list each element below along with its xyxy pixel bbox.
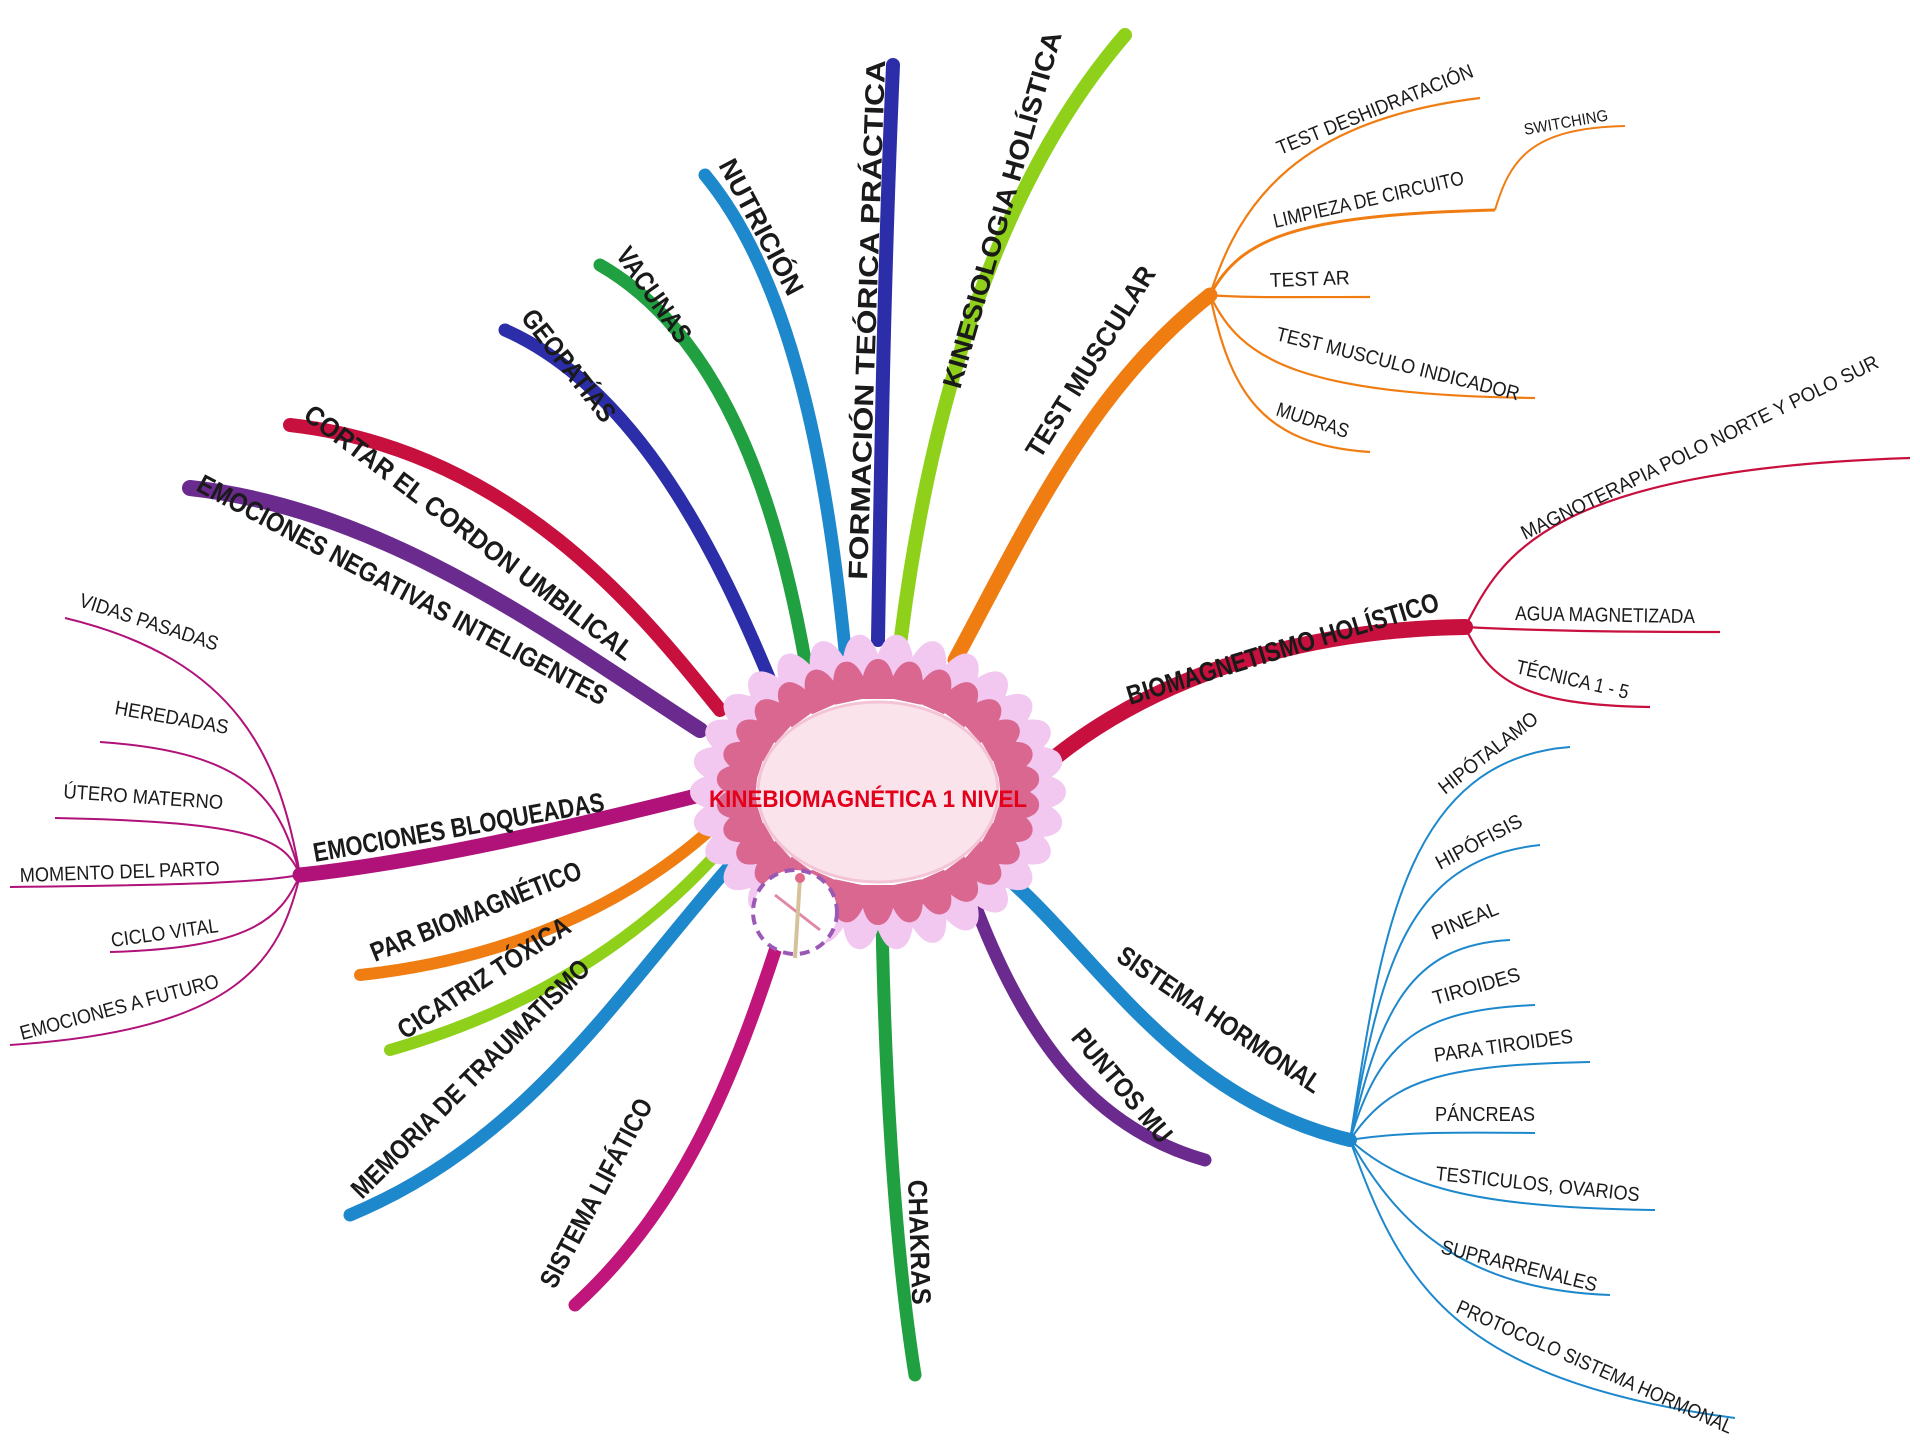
label-test-deshidratacion: TEST DESHIDRATACIÓN (1273, 60, 1476, 160)
label-pineal: PINEAL (1429, 898, 1502, 945)
branch-kinesiologia-line (893, 28, 1132, 652)
label-emociones-futuro: EMOCIONES A FUTURO (18, 971, 222, 1045)
label-pancreas: PÁNCREAS (1435, 1103, 1535, 1126)
flower-petal (736, 822, 782, 865)
label-hipotalamo: HIPÓTALAMO (1434, 707, 1543, 799)
label-chakras: CHAKRAS (902, 1179, 936, 1305)
flower-petal (935, 856, 979, 902)
branch-cortar-line (283, 418, 727, 717)
label-agua: AGUA MAGNETIZADA (1515, 603, 1696, 628)
sub-mudras-line (1208, 294, 1371, 454)
label-testiculos: TESTICULOS, OVARIOS (1434, 1163, 1640, 1206)
sub-pancreas-line (1349, 1131, 1536, 1141)
label-heredadas: HEREDADAS (113, 697, 230, 739)
sub-test-deshidratacion-line (1208, 96, 1481, 296)
sub-test-ar-line (1209, 293, 1371, 299)
label-biomagnetismo: BIOMAGNETISMO HOLÍSTICO (1123, 586, 1443, 711)
branch-geopatias-line (498, 323, 777, 687)
sub-hipofisis-line (1349, 844, 1541, 1141)
flower-petal (777, 682, 821, 728)
label-test-ar: TEST AR (1269, 267, 1350, 292)
sub-pineal-line (1349, 939, 1511, 1141)
sub-ciclo-line (109, 874, 301, 953)
label-magnoterapia: MAGNOTERAPIA POLO NORTE Y POLO SUR (1518, 352, 1883, 545)
branch-memoria-line (343, 853, 742, 1222)
label-momento: MOMENTO DEL PARTO (19, 858, 220, 887)
main-branches (182, 28, 1473, 1382)
sub-magnoterapia-line (1464, 456, 1911, 628)
central-disc (756, 700, 1000, 884)
label-hipofisis: HIPÓFISIS (1432, 810, 1527, 875)
flower-petal (885, 661, 923, 705)
flower-petal (997, 764, 1040, 801)
flower-petal (974, 719, 1020, 762)
label-protocolo: PROTOCOLO SISTEMA HORMONAL (1453, 1296, 1736, 1438)
branch-cicatriz-line (384, 844, 726, 1056)
sub-tiroides-line (1349, 1004, 1536, 1141)
sub-limpieza-line (1208, 208, 1496, 296)
branch-sistema-hormonal-line (1003, 873, 1357, 1147)
sub-suprarrenales-line (1349, 1139, 1611, 1296)
branch-test-muscular-line (947, 287, 1218, 668)
sub-tecnica-line (1464, 626, 1651, 709)
flower-petal (833, 879, 871, 923)
sub-vidas-pasadas-line (64, 617, 301, 876)
label-suprarrenales: SUPRARRENALES (1439, 1237, 1600, 1297)
flower-sticker-icon (751, 868, 839, 959)
label-tecnica: TÉCNICA 1 - 5 (1514, 655, 1631, 703)
sub-hipotalamo-line (1349, 746, 1571, 1141)
label-limpieza: LIMPIEZA DE CIRCUITO (1271, 168, 1466, 233)
branch-biomagnetismo-line (1032, 619, 1473, 778)
sub-agua-line (1464, 625, 1721, 634)
label-vacunas: VACUNAS (610, 241, 698, 348)
label-ciclo: CICLO VITAL (110, 915, 220, 952)
branch-formacion-line (871, 58, 900, 647)
sub-paratiroides-line (1349, 1061, 1591, 1141)
sub-momento-line (9, 874, 301, 888)
branch-emociones-negativas-line (182, 480, 708, 738)
branch-vacunas-line (593, 258, 812, 667)
branch-emociones-bloqueadas-line (292, 787, 708, 883)
sub-utero-line (54, 817, 301, 876)
label-kinesiologia: KINESIOLOGIA HOLÍSTICA (936, 27, 1068, 391)
sub-protocolo-line (1349, 1139, 1736, 1419)
label-sistema-lifatico: SISTEMA LIFÁTICO (533, 1093, 659, 1293)
central-title: KINEBIOMAGNÉTICA 1 NIVEL (709, 785, 1027, 813)
branch-nutricion-line (698, 168, 852, 657)
label-paratiroides: PARA TIROIDES (1433, 1026, 1575, 1067)
label-utero: ÚTERO MATERNO (63, 780, 224, 814)
sub-switching-line (1494, 125, 1626, 211)
sub-test-musculo-line (1209, 294, 1536, 400)
branch-chakras-line (875, 913, 922, 1382)
sub-heredadas-line (99, 741, 301, 876)
sub-testiculos-line (1349, 1139, 1656, 1211)
branch-puntos-mu-line (968, 898, 1212, 1167)
sub-emociones-futuro-line (9, 874, 301, 1046)
sub-branches (9, 96, 1911, 1419)
label-geopatias: GEOPATÍAS (515, 303, 623, 428)
branch-sistema-lifatico-line (568, 913, 792, 1312)
flower-petal (860, 659, 896, 699)
label-tiroides: TIROIDES (1430, 964, 1523, 1010)
label-mudras: MUDRAS (1273, 399, 1351, 443)
label-vidas-pasadas: VIDAS PASADAS (76, 590, 221, 656)
label-test-musculo: TEST MUSCULO INDICADOR (1274, 324, 1522, 406)
flower-petal (860, 885, 896, 925)
branch-par-line (354, 824, 716, 981)
